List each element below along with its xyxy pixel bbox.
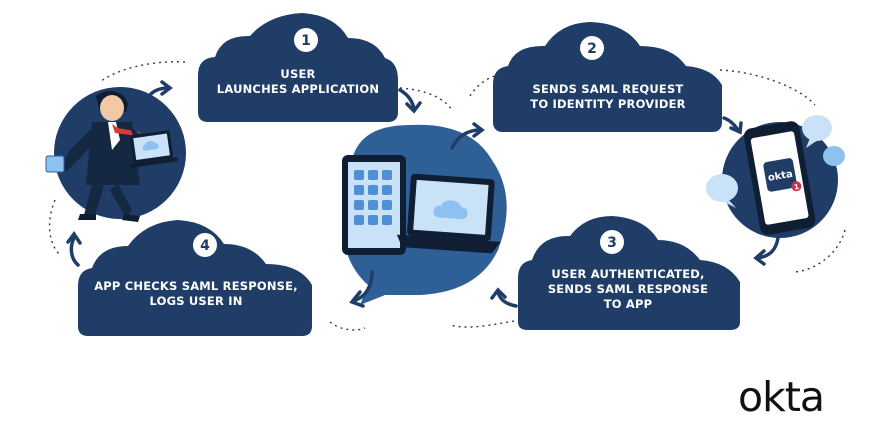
notification-badge: 1 [793, 183, 799, 192]
step-2-line1: SENDS SAML REQUEST [533, 82, 684, 96]
step-3-line3: TO APP [604, 297, 653, 311]
chat-bubble-icon [802, 115, 832, 148]
laptop-icon [396, 173, 501, 254]
step-1-number: 1 [301, 33, 311, 49]
okta-logo: okta [738, 373, 825, 421]
curved-arrow-icon [753, 236, 780, 266]
step-2-cloud: 2 SENDS SAML REQUEST TO IDENTITY PROVIDE… [493, 22, 722, 132]
step-4-line1: APP CHECKS SAML RESPONSE, [94, 279, 298, 293]
phone-app-label: okta [767, 169, 794, 184]
step-3-line2: SENDS SAML RESPONSE [548, 282, 708, 296]
chat-bubble-icon [823, 146, 845, 166]
curved-arrow-icon [490, 287, 518, 308]
phone-illustration: okta 1 [706, 115, 845, 238]
curved-arrow-icon [398, 88, 422, 114]
step-1-line2: LAUNCHES APPLICATION [217, 82, 379, 96]
step-1-cloud: 1 USER LAUNCHES APPLICATION [198, 13, 398, 122]
step-1-line1: USER [280, 67, 315, 81]
step-4-cloud: 4 APP CHECKS SAML RESPONSE, LOGS USER IN [78, 220, 312, 336]
step-2-line2: TO IDENTITY PROVIDER [530, 97, 685, 111]
step-2-number: 2 [587, 41, 597, 57]
chat-bubble-icon [706, 174, 738, 208]
curved-arrow-icon [66, 230, 82, 267]
curved-arrow-icon [450, 122, 485, 150]
step-4-line2: LOGS USER IN [149, 294, 242, 308]
step-4-number: 4 [200, 238, 210, 254]
curved-arrow-icon [349, 270, 374, 308]
tablet-icon [342, 155, 406, 255]
curved-arrow-icon [141, 80, 173, 110]
user-illustration [45, 87, 186, 222]
center-devices [342, 124, 507, 305]
curved-arrow-icon [722, 116, 743, 135]
step-3-line1: USER AUTHENTICATED, [551, 267, 704, 281]
step-3-cloud: 3 USER AUTHENTICATED, SENDS SAML RESPONS… [518, 216, 740, 330]
step-3-number: 3 [607, 235, 617, 251]
